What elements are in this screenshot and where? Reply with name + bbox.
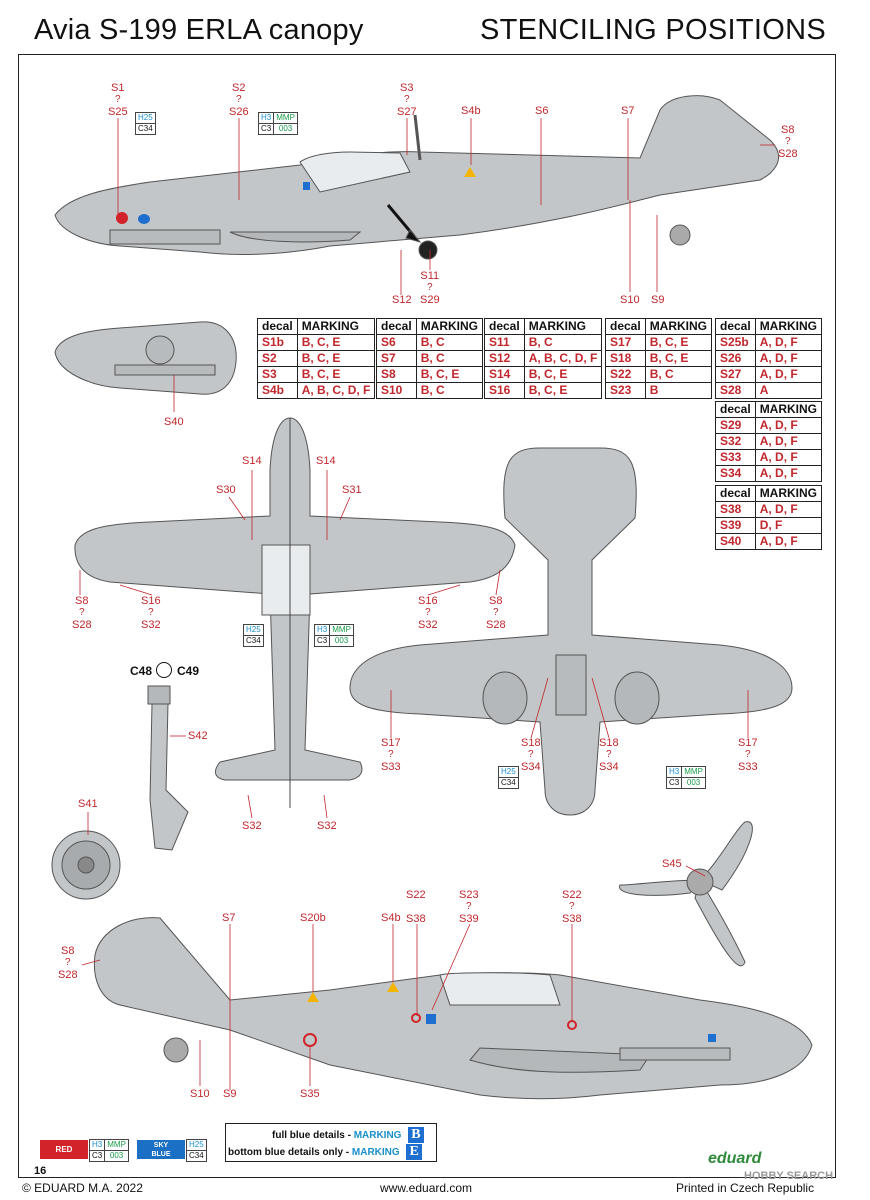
label-s8-s28-bottom: S8?S28 [58,945,78,981]
label-s12: S12 [392,294,412,306]
label-s22-s38-b: S22?S38 [562,889,582,925]
label-s11-s29: S11?S29 [420,270,440,306]
page-frame [18,54,836,1178]
label-s9-bottom: S9 [223,1088,237,1100]
legend-full-blue: full blue details - MARKING B [272,1127,424,1143]
label-s7-top: S7 [621,105,635,117]
page-title: Avia S-199 ERLA canopy [34,14,364,46]
color-key-sky-codes: H25 C34 [186,1139,207,1162]
marking-letter-b: B [408,1127,424,1143]
label-s4b-bottom: S4b [381,912,401,924]
label-s9-top: S9 [651,294,665,306]
label-s45: S45 [662,858,682,870]
label-s16-s32-left: S16?S32 [141,595,161,631]
footer-copyright: © EDUARD M.A. 2022 [22,1181,143,1195]
page-number: 16 [34,1165,47,1177]
label-s30: S30 [216,484,236,496]
label-s40: S40 [164,416,184,428]
paint-callout-h25-planform: H25 C34 [243,624,264,647]
label-c48: C48 [130,664,153,678]
label-s8-s28-top: S8?S28 [778,124,798,160]
label-s8-s28-wing-right: S8?S28 [486,595,506,631]
label-s4b-top: S4b [461,105,481,117]
side-view-left [54,95,780,260]
label-s32-tail-left: S32 [242,820,262,832]
label-s2-s26: S2?S26 [229,82,249,118]
wheel-detail [51,830,121,900]
label-s32-tail-right: S32 [317,820,337,832]
label-s22-s38-a: S22 S38 [406,889,426,925]
label-s17-s33-left: S17?S33 [381,737,401,773]
label-s35: S35 [300,1088,320,1100]
label-s7-bottom: S7 [222,912,236,924]
planform-bottom-view [349,447,793,816]
color-swatch-red: RED [40,1140,88,1159]
label-s14-right: S14 [316,455,336,467]
cowl-detail-view [54,321,237,395]
label-s10-top: S10 [620,294,640,306]
label-s8-s28-wing-left: S8?S28 [72,595,92,631]
label-s42: S42 [188,730,208,742]
footer-printed: Printed in Czech Republic [676,1181,815,1195]
label-s6: S6 [535,105,549,117]
footer-url[interactable]: www.eduard.com [380,1181,473,1195]
label-s17-s33-right: S17?S33 [738,737,758,773]
label-s10-bottom: S10 [190,1088,210,1100]
legend-bottom-blue: bottom blue details only - MARKING E [228,1144,422,1160]
marking-letter-e: E [406,1144,422,1160]
eduard-logo: eduard [708,1150,762,1167]
paint-callout-h25-top: H25 C34 [135,112,156,135]
label-s14-left: S14 [242,455,262,467]
label-s18-s34-right: S18?S34 [599,737,619,773]
legend-box [225,1123,437,1162]
label-s23-s39: S23?S39 [459,889,479,925]
label-s31: S31 [342,484,362,496]
watermark-hobby-search: HOBBY SEARCH [744,1170,834,1182]
side-view-right [93,917,813,1100]
label-s3-s27: S3?S27 [397,82,417,118]
planform-top-view [74,417,516,808]
label-c49: C49 [177,664,200,678]
crosshair-icon [156,662,172,678]
label-s1-s25: S1?S25 [108,82,128,118]
paint-callout-h25-bottom: H25 C34 [498,766,519,789]
label-s16-s32-right: S16?S32 [418,595,438,631]
label-s20b: S20b [300,912,326,924]
gear-leg-detail [147,685,189,851]
label-s18-s34-left: S18?S34 [521,737,541,773]
propeller-detail [619,821,753,967]
section-title: STENCILING POSITIONS [480,14,826,46]
label-s41: S41 [78,798,98,810]
